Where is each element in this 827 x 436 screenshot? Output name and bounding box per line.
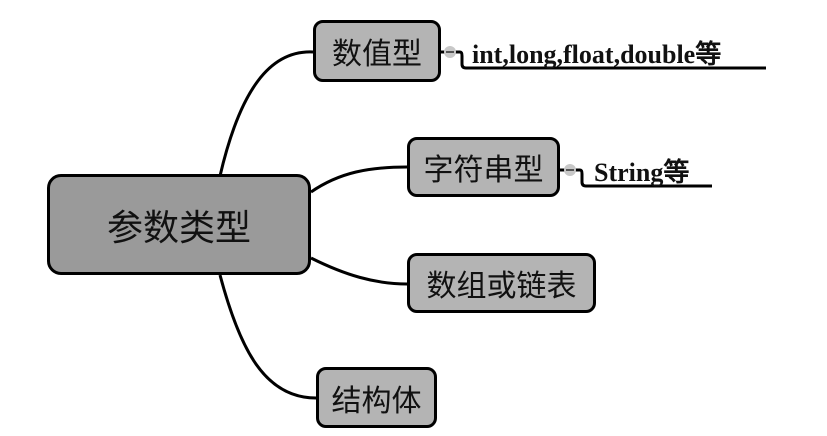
branch-label: 数值型 xyxy=(332,37,422,72)
note-string: String等 xyxy=(594,158,690,187)
branch-node-string[interactable]: 字符串型 xyxy=(407,137,560,197)
note-numeric: int,long,float,double等 xyxy=(472,40,722,69)
connector-root-string xyxy=(310,165,408,194)
collapse-toggle-icon[interactable] xyxy=(444,46,456,58)
connector-root-struct xyxy=(218,274,317,400)
connector-root-array xyxy=(310,256,408,286)
branch-node-struct[interactable]: 结构体 xyxy=(316,367,437,428)
branch-label: 结构体 xyxy=(331,383,422,419)
branch-node-numeric[interactable]: 数值型 xyxy=(313,20,441,82)
branch-label: 数组或链表 xyxy=(426,269,577,304)
root-node[interactable]: 参数类型 xyxy=(47,174,311,275)
connector-root-numeric xyxy=(218,50,314,177)
branch-label: 字符串型 xyxy=(423,153,544,188)
root-label: 参数类型 xyxy=(106,207,251,249)
branch-node-array[interactable]: 数组或链表 xyxy=(407,253,596,313)
collapse-toggle-icon[interactable] xyxy=(564,164,576,176)
